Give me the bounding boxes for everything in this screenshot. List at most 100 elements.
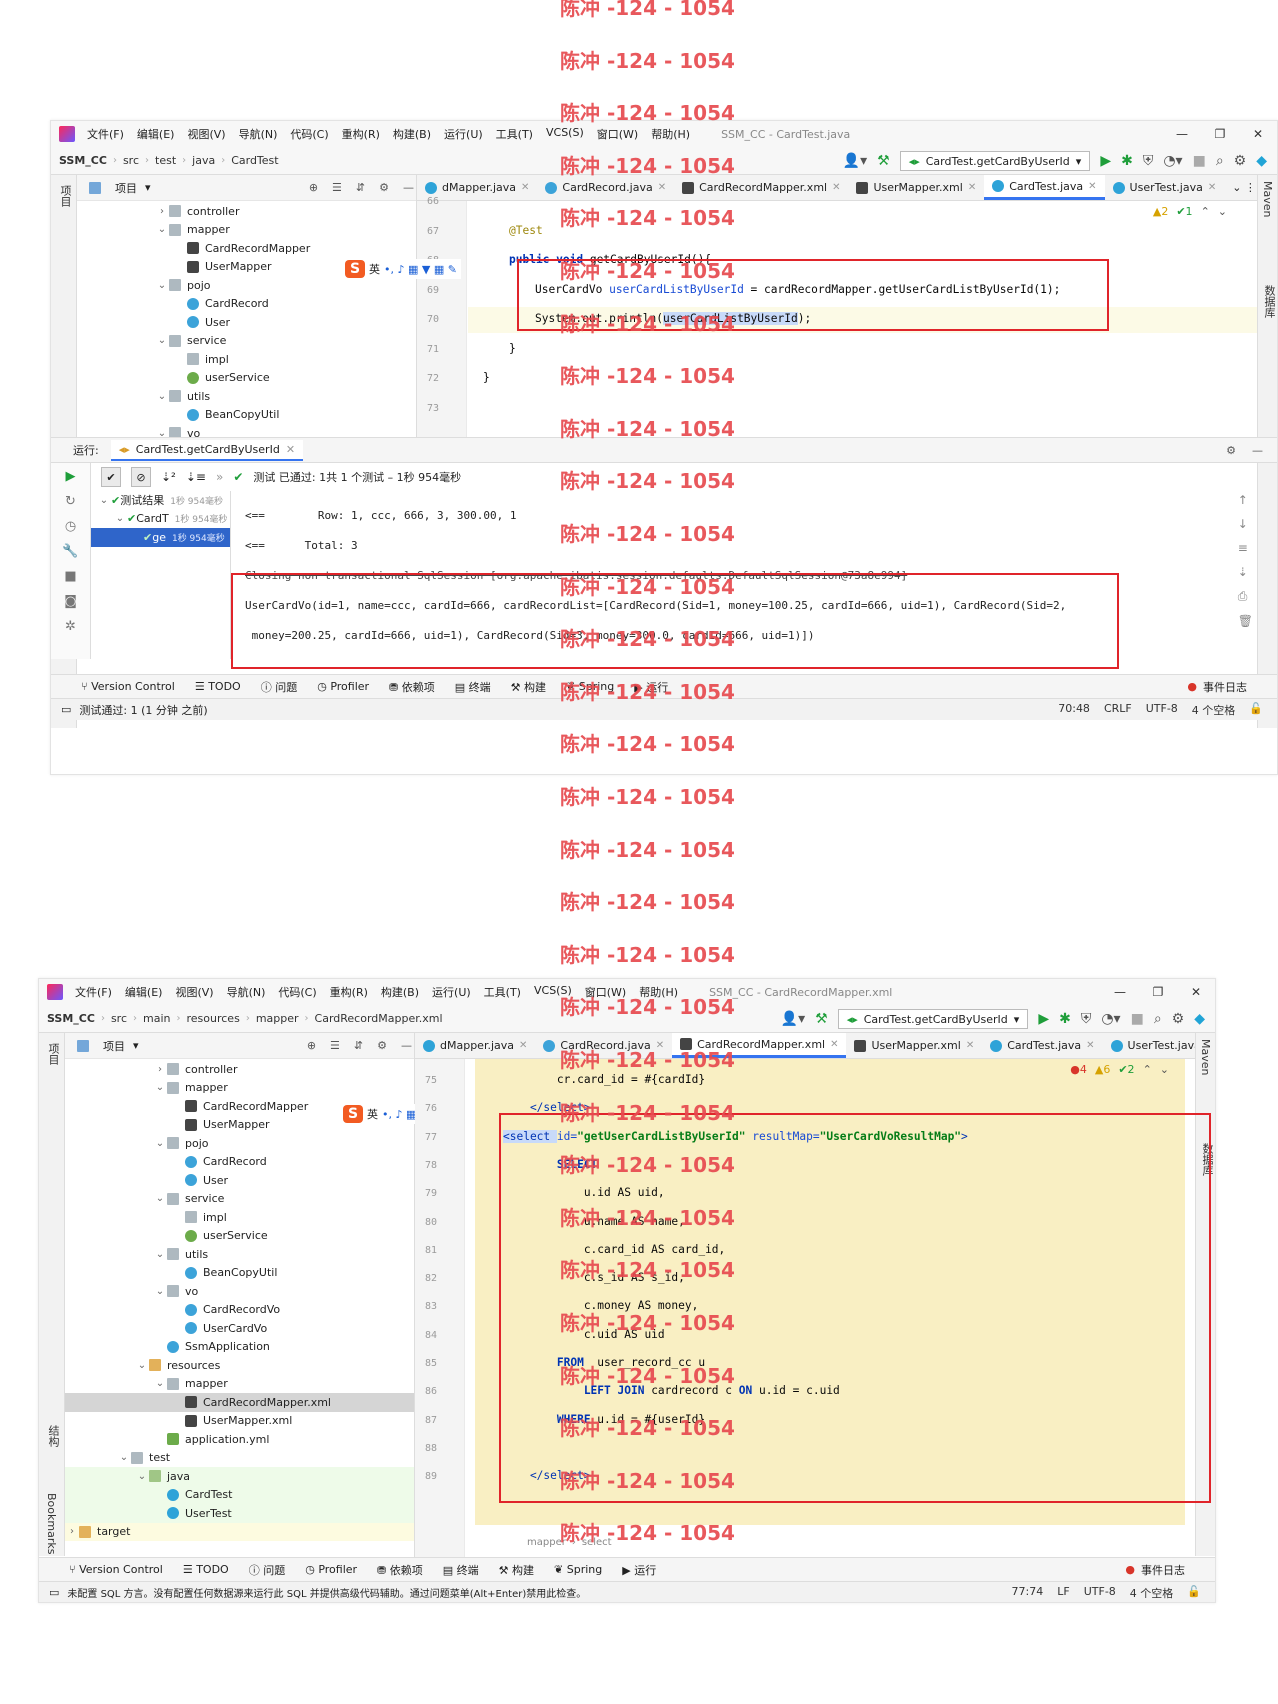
build-hammer-icon[interactable]: ⚒ <box>815 1011 828 1027</box>
breadcrumb-item[interactable]: src <box>110 1012 128 1025</box>
expand-chevron-icon[interactable]: ⌄ <box>157 427 167 439</box>
editor-tab[interactable]: CardRecord.java✕ <box>535 1033 672 1058</box>
editor-tab[interactable]: UserMapper.xml✕ <box>846 1033 982 1058</box>
status-item[interactable]: 70:48 <box>1058 701 1090 715</box>
status-item[interactable]: CRLF <box>1103 701 1132 715</box>
tree-item[interactable]: CardRecordVo <box>117 1301 414 1320</box>
run-settings-icon[interactable]: ⚙ <box>1226 443 1236 457</box>
tree-item[interactable]: BeanCopyUtil <box>137 406 416 425</box>
tool-window-button[interactable]: ▶ 运行 <box>634 679 668 695</box>
editor-tab[interactable]: CardTest.java✕ <box>984 175 1105 200</box>
expand-chevron-icon[interactable]: ⌄ <box>155 1248 165 1260</box>
hide-icon[interactable]: — <box>403 181 414 194</box>
inspection-count[interactable]: ⌃ <box>1200 205 1210 218</box>
sort-alpha-icon[interactable]: ⇣² <box>161 470 176 484</box>
maven-tool-label[interactable]: Maven <box>1199 1039 1212 1076</box>
tool-window-button[interactable]: ☰ TODO <box>195 680 241 693</box>
tree-item[interactable]: CardRecordMapper.xml <box>65 1393 414 1412</box>
lock-icon[interactable]: 🔓 <box>1187 1584 1201 1598</box>
tree-item[interactable]: ⌄service <box>137 332 416 351</box>
profile-icon[interactable]: ◔▾ <box>1163 153 1183 169</box>
expand-chevron-icon[interactable]: ⌄ <box>155 1378 165 1390</box>
tree-item[interactable]: CardRecordMapper <box>137 239 416 258</box>
run-hide-icon[interactable]: — <box>1252 443 1263 457</box>
editor-tab[interactable]: CardRecordMapper.xml✕ <box>674 175 848 200</box>
tab-close-icon[interactable]: ✕ <box>830 1038 839 1050</box>
tab-close-icon[interactable]: ✕ <box>1207 182 1217 193</box>
inspection-widget[interactable]: ▲2✔1⌃⌄ <box>1153 205 1227 218</box>
expand-chevron-icon[interactable]: ⌄ <box>157 335 167 347</box>
inspection-widget[interactable]: ●4▲6✔2⌃⌄ <box>1070 1063 1169 1076</box>
breadcrumb-item[interactable]: CardRecordMapper.xml <box>314 1012 443 1025</box>
debug-icon[interactable]: ✱ <box>1121 153 1133 169</box>
stop-icon[interactable]: ■ <box>1130 1011 1144 1027</box>
project-tool-label[interactable]: 项目 <box>47 1043 60 1065</box>
inspection-count[interactable]: ⌄ <box>1217 205 1227 218</box>
inspection-count[interactable]: ▲6 <box>1094 1063 1111 1076</box>
coverage-icon[interactable]: ⛨ <box>1142 153 1154 169</box>
tree-item[interactable]: ⌄utils <box>137 387 416 406</box>
breadcrumb-item[interactable]: SSM_CC <box>59 154 107 167</box>
tool-window-button[interactable]: ❦ Spring <box>554 1563 602 1576</box>
collapse-all-icon[interactable]: ⇵ <box>355 181 366 194</box>
tree-item[interactable]: application.yml <box>117 1430 414 1449</box>
tool-window-button[interactable]: ▤ 终端 <box>443 1562 479 1578</box>
expand-chevron-icon[interactable]: › <box>158 1063 162 1075</box>
toggle-auto-test-icon[interactable]: ◷ <box>64 519 77 534</box>
menu-item[interactable]: 工具(T) <box>495 128 533 141</box>
search-icon[interactable]: ⌕ <box>1215 153 1224 169</box>
tool-window-button[interactable]: ◷ Profiler <box>317 680 369 693</box>
database-tool-label[interactable]: 数据库 <box>1201 1143 1214 1176</box>
event-log-button[interactable]: ●事件日志 <box>1187 679 1247 695</box>
print-icon[interactable]: ⎙ <box>1237 589 1248 603</box>
expand-chevron-icon[interactable]: ⌄ <box>157 279 167 291</box>
tree-item[interactable]: ›controller <box>117 1060 414 1079</box>
menu-item[interactable]: 编辑(E) <box>136 128 175 141</box>
expand-chevron-icon[interactable]: ⌄ <box>137 1359 147 1371</box>
expand-all-icon[interactable]: ☰ <box>332 181 342 194</box>
tree-item[interactable]: CardRecord <box>117 1153 414 1172</box>
expand-chevron-icon[interactable]: ⌄ <box>119 1452 129 1464</box>
user-icon[interactable]: 👤▾ <box>842 153 868 169</box>
settings-gear-icon[interactable]: ⚙ <box>1171 1011 1185 1027</box>
menu-item[interactable]: 文件(F) <box>75 986 112 999</box>
menu-item[interactable]: 重构(R) <box>329 986 368 999</box>
search-icon[interactable]: ⌕ <box>1153 1011 1162 1027</box>
inspection-count[interactable]: ▲2 <box>1152 205 1169 218</box>
menu-item[interactable]: 代码(C) <box>278 986 317 999</box>
project-view-selector[interactable]: 项目 <box>115 181 137 195</box>
console-output[interactable]: <== Row: 1, ccc, 666, 3, 300.00, 1<== To… <box>233 491 1231 659</box>
tree-item[interactable]: User <box>117 1171 414 1190</box>
expand-chevron-icon[interactable]: ⌄ <box>157 224 167 236</box>
project-view-selector[interactable]: 项目 <box>103 1039 125 1053</box>
locate-icon[interactable]: ⊕ <box>308 181 319 194</box>
menu-item[interactable]: 视图(V) <box>187 128 226 141</box>
coverage-icon[interactable]: ⛨ <box>1080 1011 1092 1027</box>
profile-icon[interactable]: ◔▾ <box>1101 1011 1121 1027</box>
tree-item[interactable]: ⌄mapper <box>117 1079 414 1098</box>
inspection-count[interactable]: ✔2 <box>1118 1063 1135 1076</box>
hide-icon[interactable]: — <box>401 1039 412 1052</box>
rerun-icon[interactable]: ▶ <box>65 469 76 484</box>
menu-item[interactable]: 构建(B) <box>392 128 432 141</box>
tool-window-button[interactable]: ⛃ 依赖项 <box>377 1562 423 1578</box>
inspection-count[interactable]: ⌄ <box>1159 1063 1169 1076</box>
close-window-button[interactable]: ✕ <box>1252 127 1264 141</box>
tool-window-button[interactable]: ▶ 运行 <box>622 1562 656 1578</box>
pin-icon[interactable]: ✲ <box>65 619 76 634</box>
maven-tool-label[interactable]: Maven <box>1261 181 1274 218</box>
inspection-count[interactable]: ⌃ <box>1142 1063 1152 1076</box>
options-gear-icon[interactable]: ⚙ <box>379 181 389 194</box>
editor-tab[interactable]: CardRecordMapper.xml✕ <box>672 1033 847 1058</box>
code-crumb-select[interactable]: select <box>581 1537 612 1548</box>
status-window-icon[interactable]: ▭ <box>49 1586 60 1599</box>
tool-window-button[interactable]: ▤ 终端 <box>455 679 491 695</box>
lock-icon[interactable]: 🔓 <box>1249 701 1263 715</box>
tab-close-icon[interactable]: ✕ <box>1088 180 1097 192</box>
collapse-all-icon[interactable]: ⇵ <box>353 1039 364 1052</box>
tool-window-button[interactable]: ⓘ 问题 <box>261 679 298 695</box>
tree-item[interactable]: ⌄pojo <box>137 276 416 295</box>
run-icon[interactable]: ▶ <box>1100 153 1112 169</box>
tab-overflow-icon[interactable]: ⌄ ⋮ <box>1232 181 1256 194</box>
tool-window-button[interactable]: ⛃ 依赖项 <box>389 679 435 695</box>
